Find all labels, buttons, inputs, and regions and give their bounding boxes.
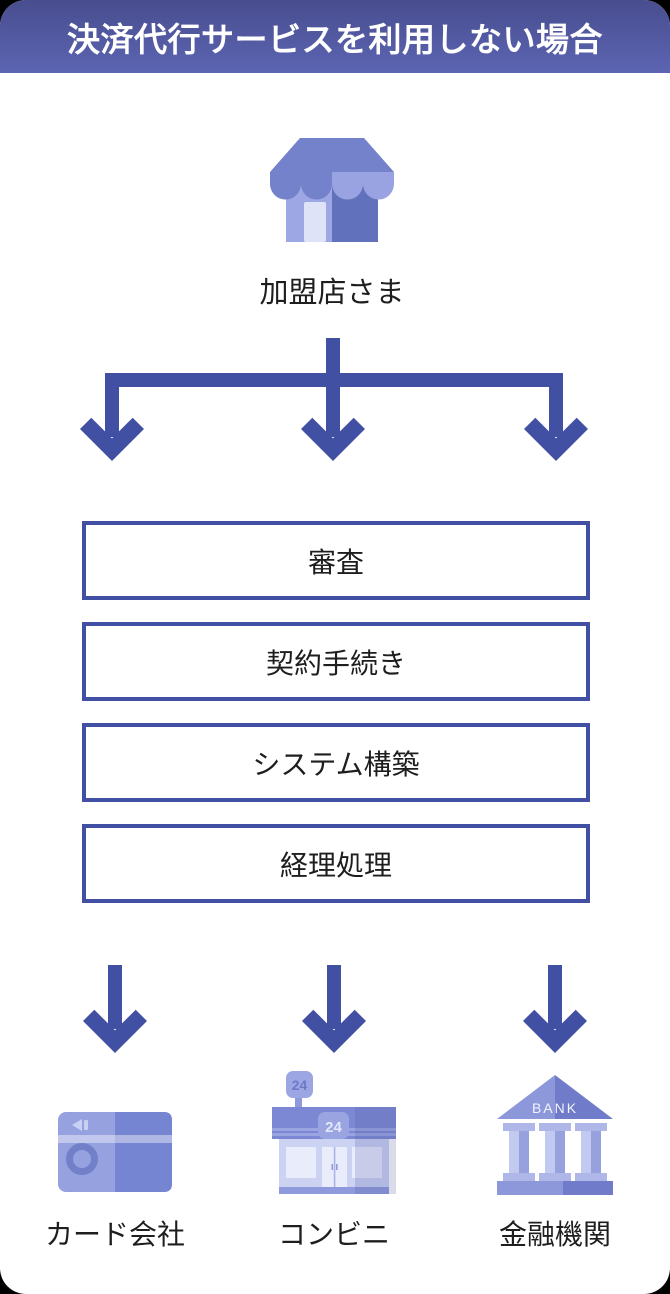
store-badge-text: 24 (325, 1119, 342, 1136)
bank-building-text: BANK (532, 1100, 578, 1116)
process-step-box: 審査 (82, 521, 590, 600)
merchant-label: 加盟店さま (259, 277, 405, 309)
process-step-label: 審査 (307, 546, 364, 578)
process-step-label: 契約手続き (265, 647, 406, 679)
convenience-store-icon: 24 24 (272, 1071, 396, 1194)
process-step-box: 経理処理 (82, 824, 590, 903)
destination-label: 金融機関 (498, 1219, 612, 1250)
process-steps: 審査 契約手続き システム構築 経理処理 (82, 521, 590, 925)
branch-connector-arrows (80, 338, 588, 461)
destination-label: カード会社 (44, 1219, 186, 1250)
bank-icon: BANK (497, 1075, 613, 1195)
storefront-icon (270, 138, 394, 242)
destination-label: コンビニ (277, 1219, 391, 1250)
process-step-box: 契約手続き (82, 622, 590, 701)
page-title: 決済代行サービスを利用しない場合 (67, 20, 603, 58)
credit-card-icon (58, 1112, 172, 1192)
down-arrows (83, 965, 587, 1053)
header-banner: 決済代行サービスを利用しない場合 (0, 0, 670, 73)
process-step-label: システム構築 (252, 748, 420, 780)
process-step-box: システム構築 (82, 723, 590, 802)
store-sign-text: 24 (292, 1077, 308, 1093)
process-step-label: 経理処理 (279, 849, 392, 881)
bank-columns (503, 1123, 607, 1181)
